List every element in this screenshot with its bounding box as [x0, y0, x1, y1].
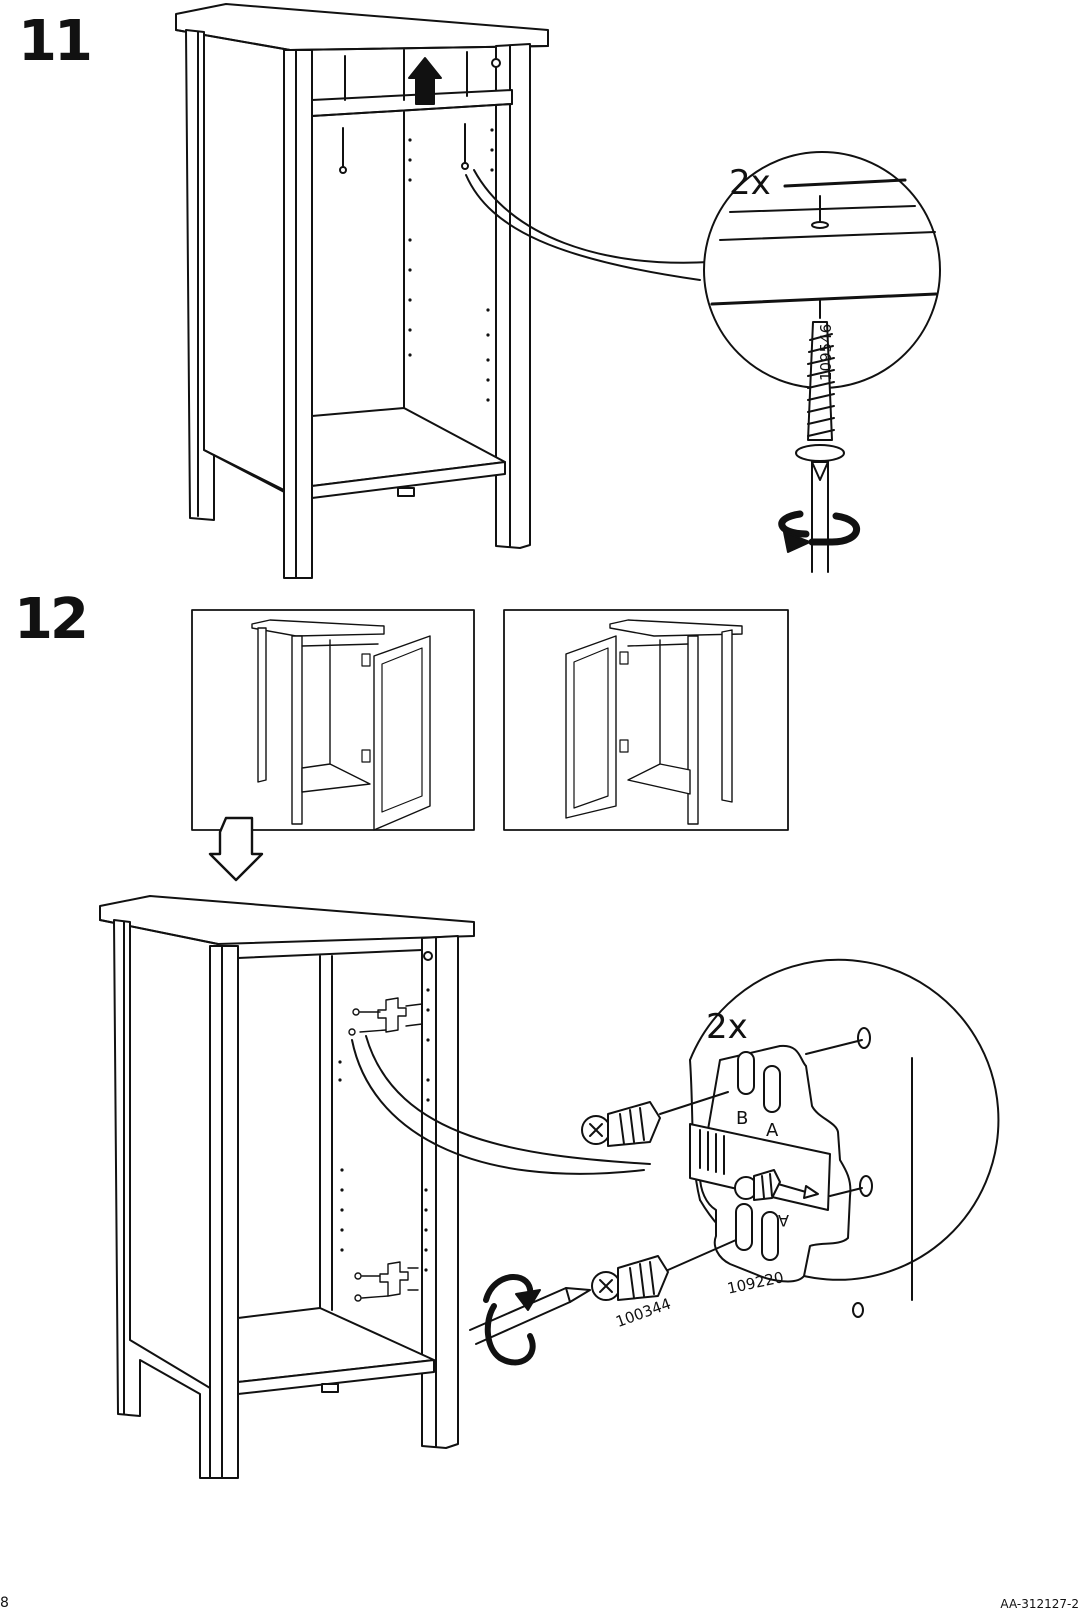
euro-screw-lower-icon [592, 1240, 736, 1300]
plate-slot-label-a-rotated: A [778, 1212, 789, 1228]
document-code: AA-312127-2 [1000, 1598, 1079, 1610]
cabinet-side-panel [114, 920, 210, 1478]
mounting-plate-upper [349, 998, 422, 1035]
plate-slot-label-a: A [766, 1122, 778, 1140]
step-12-quantity: 2x [706, 1010, 748, 1044]
front-left-leg [210, 946, 238, 1478]
mounting-plate-lower [355, 1262, 418, 1301]
door-option-left-hinge [504, 610, 788, 830]
door-option-right-hinge [192, 610, 474, 830]
bottom-shelf [238, 1308, 434, 1394]
page-number: 8 [0, 1596, 9, 1610]
cabinet-top [100, 896, 474, 944]
plate-slot-label-b: B [736, 1110, 748, 1128]
